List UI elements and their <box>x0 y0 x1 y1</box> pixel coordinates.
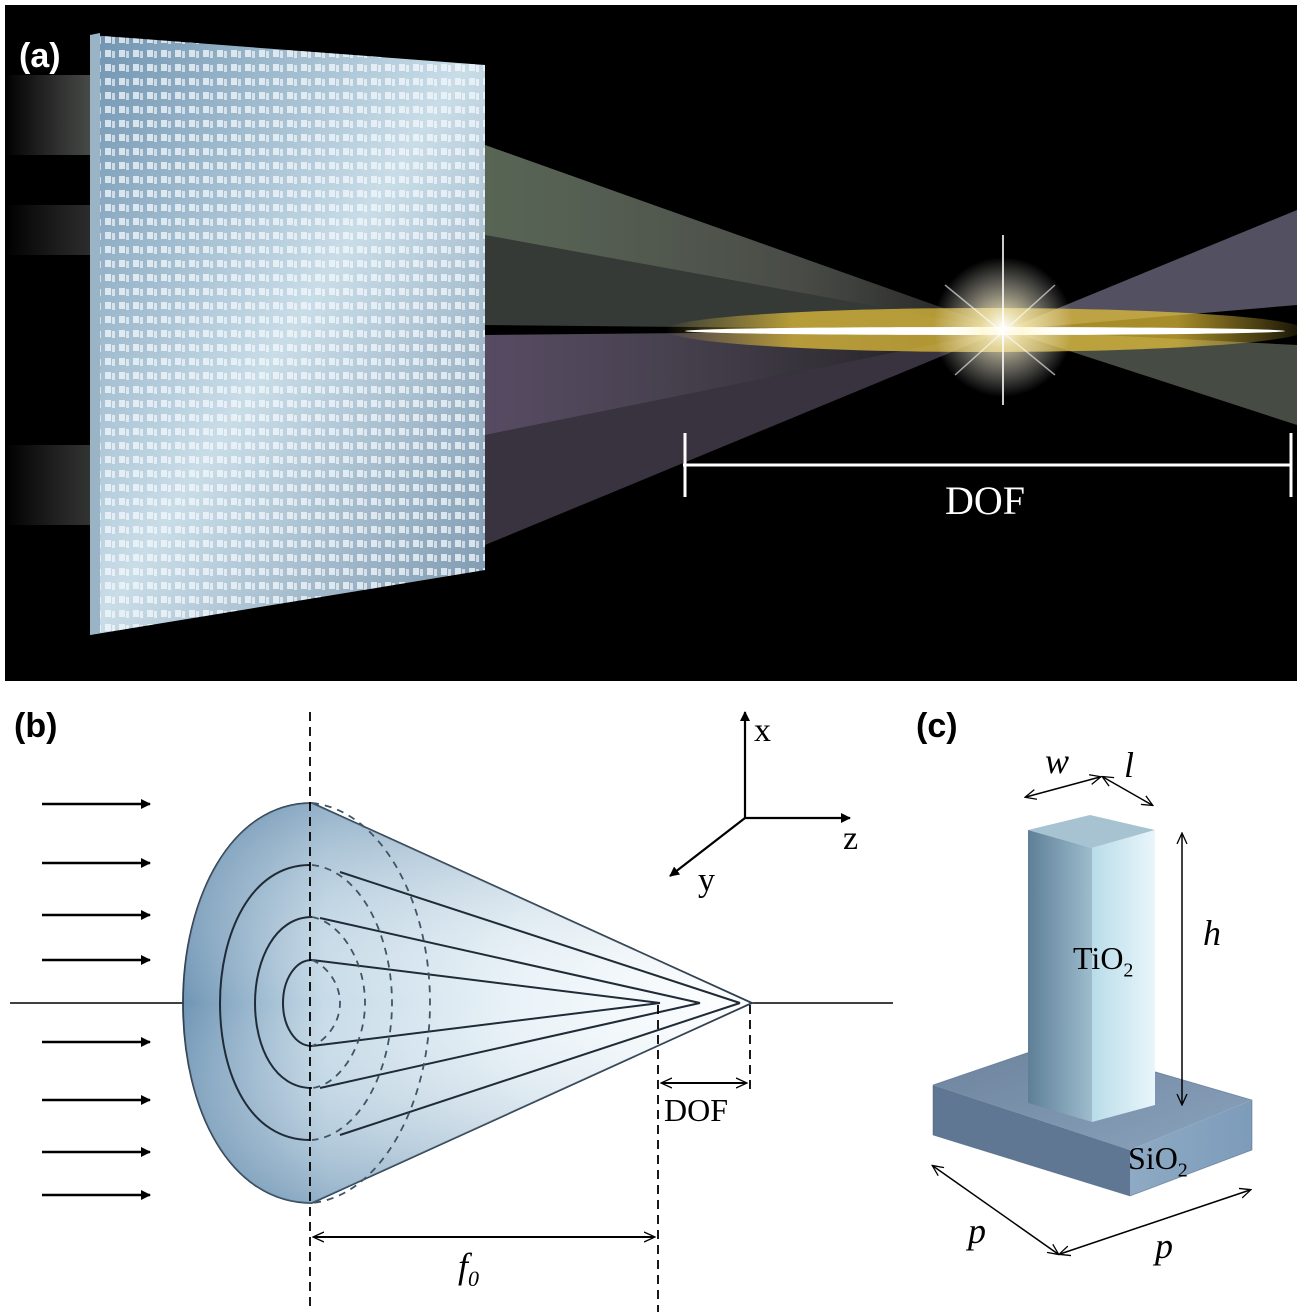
height-label: h <box>1203 913 1221 953</box>
dof-label-a: DOF <box>945 478 1026 523</box>
pillar-material-label: TiO2 <box>1073 940 1134 982</box>
axis-z-label: z <box>843 820 859 857</box>
coordinate-axes <box>669 711 851 877</box>
focal-length-label: f0 <box>458 1246 480 1292</box>
period-label-right: p <box>1155 1226 1173 1266</box>
axis-y-label: y <box>698 862 715 899</box>
panel-a-illustration: (a) DOF <box>5 5 1297 681</box>
length-label: l <box>1124 745 1135 785</box>
period-label-left: p <box>968 1211 986 1251</box>
substrate-material-label: SiO2 <box>1128 1140 1188 1182</box>
dof-label-b: DOF <box>664 1092 729 1128</box>
incident-arrows <box>42 799 151 1200</box>
panel-label-c: (c) <box>916 707 958 745</box>
axis-x-label: x <box>754 712 771 749</box>
metalens-render <box>5 33 1297 635</box>
panel-label-b: (b) <box>14 707 58 745</box>
panel-label-a: (a) <box>19 37 61 75</box>
width-label: w <box>1045 741 1070 781</box>
